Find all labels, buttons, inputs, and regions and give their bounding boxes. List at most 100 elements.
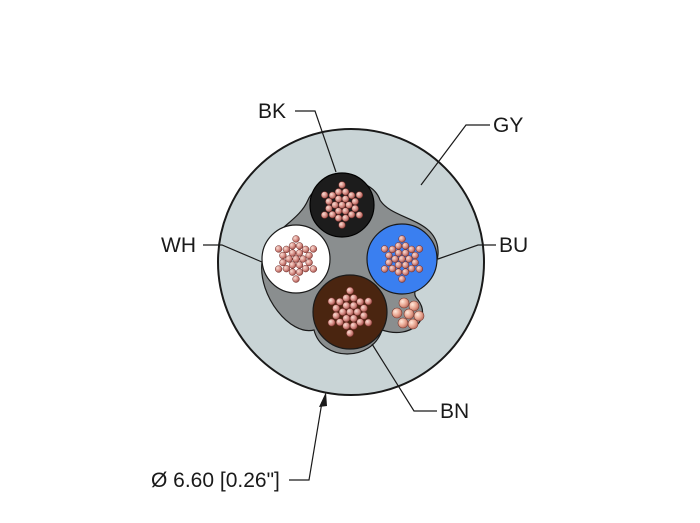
strand — [332, 304, 340, 313]
strand — [325, 204, 333, 213]
strand — [411, 258, 419, 267]
strand — [415, 265, 424, 273]
leader-bu — [437, 244, 496, 260]
drain-wire — [391, 297, 425, 330]
strand — [341, 195, 350, 203]
strand — [334, 214, 343, 222]
strand — [279, 251, 287, 260]
strand — [301, 264, 310, 273]
drain-strand — [407, 318, 419, 330]
strand — [338, 221, 346, 229]
leader-diameter — [289, 401, 323, 481]
strand — [349, 314, 358, 323]
strand — [394, 249, 403, 257]
strand — [385, 258, 393, 267]
strand — [282, 245, 291, 254]
strand — [411, 251, 419, 260]
strand — [285, 255, 293, 263]
strand — [345, 201, 353, 209]
leader-bk — [295, 110, 337, 173]
strand — [292, 255, 300, 263]
strand — [338, 201, 346, 209]
strand — [351, 197, 359, 206]
strands-blue — [380, 235, 424, 283]
strand — [335, 318, 344, 327]
strand — [380, 265, 389, 273]
strand — [332, 311, 340, 320]
leader-bn — [371, 343, 437, 412]
strand — [335, 297, 344, 306]
strands-white — [274, 235, 318, 283]
strand — [331, 201, 339, 209]
label-bn: BN — [440, 400, 469, 423]
label-wh: WH — [161, 234, 196, 257]
label-gy: GY — [493, 114, 523, 137]
strand — [360, 304, 368, 313]
strand — [327, 318, 336, 327]
strand — [401, 261, 410, 269]
strand — [346, 286, 354, 295]
strand — [328, 210, 337, 219]
strand — [364, 297, 373, 306]
strand — [351, 204, 359, 213]
strand — [394, 268, 403, 276]
strand — [334, 207, 343, 215]
strand — [364, 318, 373, 327]
strand — [292, 275, 300, 283]
strand — [341, 214, 350, 222]
strand — [347, 210, 356, 219]
strand — [320, 211, 329, 219]
strand — [305, 251, 313, 260]
strand — [274, 245, 283, 253]
strand — [288, 268, 297, 276]
strand — [338, 181, 346, 189]
strand — [405, 255, 413, 263]
strand — [356, 318, 365, 327]
core-black — [309, 172, 375, 238]
strand — [328, 191, 337, 200]
strand — [346, 308, 354, 316]
strand — [401, 242, 410, 250]
strand — [346, 329, 354, 338]
strand — [288, 261, 297, 269]
strand — [274, 265, 283, 273]
diameter-arrowhead — [319, 392, 327, 407]
drain-strand — [391, 307, 403, 319]
strand — [288, 249, 297, 257]
strand — [401, 268, 410, 276]
strand — [342, 294, 351, 302]
strand — [295, 261, 304, 269]
strand — [388, 264, 397, 273]
strand — [398, 255, 406, 263]
strand — [342, 322, 351, 330]
core-brown — [312, 274, 388, 350]
strand — [334, 195, 343, 203]
drain-strand — [413, 310, 425, 322]
strand — [360, 311, 368, 320]
strand — [309, 265, 318, 273]
strand — [398, 235, 406, 243]
label-bk: BK — [258, 100, 286, 123]
strand — [309, 245, 318, 253]
strand — [292, 235, 300, 243]
strand — [349, 294, 358, 302]
core-blue — [366, 223, 438, 295]
strand — [327, 297, 336, 306]
drain-strand — [398, 297, 410, 309]
strands-black — [320, 181, 364, 229]
strand — [320, 191, 329, 199]
drain-strand — [397, 317, 409, 329]
label-bu: BU — [499, 234, 528, 257]
strand — [355, 191, 364, 199]
strand — [338, 308, 347, 316]
strand — [288, 242, 297, 250]
strand — [353, 308, 362, 316]
strand — [388, 245, 397, 254]
strand — [305, 258, 313, 267]
core-white — [261, 224, 331, 294]
strand — [342, 301, 351, 310]
strand — [407, 264, 416, 273]
drain-strand — [403, 308, 415, 320]
strand — [295, 249, 304, 257]
